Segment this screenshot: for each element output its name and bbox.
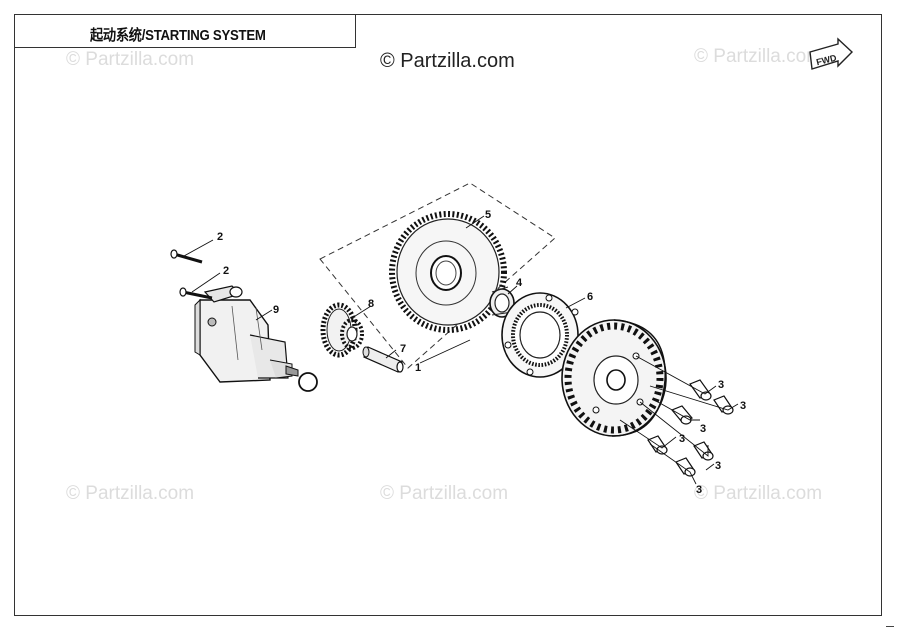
- watermark: © Partzilla.com: [380, 483, 509, 504]
- watermark: © Partzilla.com: [66, 49, 195, 70]
- callout-label: 3: [715, 460, 721, 472]
- leader-lines: [183, 215, 739, 485]
- corner-tick: [886, 626, 894, 627]
- needle-bearing-part-4: [489, 286, 515, 318]
- starter-motor-part-9: [194, 285, 299, 383]
- callout-label: 3: [696, 484, 702, 496]
- callout-label: 4: [516, 277, 523, 289]
- callout-label: 6: [587, 291, 593, 303]
- o-ring: [298, 372, 318, 392]
- title-box: [14, 14, 356, 48]
- watermark: © Partzilla.com: [66, 483, 195, 504]
- page-title: 起动系统/STARTING SYSTEM: [90, 27, 266, 44]
- drawing-frame: [14, 14, 882, 616]
- callout-label: 5: [485, 209, 491, 221]
- bolt-part-2: [170, 249, 213, 300]
- callout-label: 3: [679, 433, 685, 445]
- watermark: © Partzilla.com: [694, 483, 823, 504]
- callout-label: 2: [223, 265, 229, 277]
- assembly-boundary: [319, 182, 556, 369]
- callout-label: 8: [368, 298, 374, 310]
- copyright-notice: © Partzilla.com: [380, 50, 515, 72]
- flywheel-rotor: [561, 319, 667, 437]
- fwd-label: FWD: [815, 52, 838, 67]
- callout-label: 1: [415, 362, 421, 374]
- callout-label: 2: [217, 231, 223, 243]
- callout-label: 3: [718, 379, 724, 391]
- callout-label: 9: [273, 304, 279, 316]
- shaft-part-7: [362, 346, 404, 373]
- driven-gear-part-5: [389, 211, 507, 333]
- callout-label: 3: [740, 400, 746, 412]
- one-way-clutch-part-6: [501, 292, 579, 378]
- callout-label: 3: [700, 423, 706, 435]
- callout-label: 7: [400, 343, 406, 355]
- reduction-gear-part-8: [320, 302, 364, 358]
- watermark: © Partzilla.com: [694, 46, 823, 67]
- fwd-arrow-icon: FWD: [809, 37, 854, 70]
